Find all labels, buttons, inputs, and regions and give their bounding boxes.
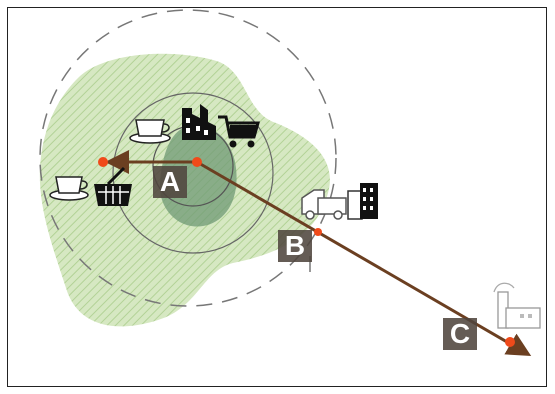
point-c [505,337,515,347]
point-a [192,157,202,167]
label-c: C [443,318,477,350]
diagram-frame: A B C [7,7,547,387]
point-left [98,157,108,167]
coffee-cup-icon [129,119,171,144]
outer-dashed-ring [39,9,337,307]
coffee-cup-icon [49,176,89,201]
factory-icon [182,104,216,140]
point-b [314,228,322,236]
core-area [159,125,237,227]
office-building-icon [347,183,378,220]
label-b: B [278,230,312,262]
delivery-truck-icon [301,189,347,220]
power-plant-icon [493,282,541,329]
shopping-basket-icon [94,166,132,206]
label-a: A [153,166,187,198]
shopping-cart-icon [218,115,260,148]
